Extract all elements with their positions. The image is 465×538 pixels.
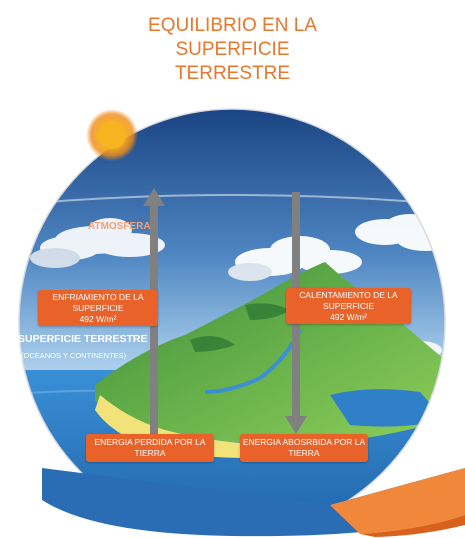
heating-line-3: 492 W/m² (330, 311, 367, 322)
sun-icon (98, 121, 126, 149)
title-line-1: EQUILIBRIO EN LA (148, 15, 317, 36)
heating-box: CALENTAMIENTO DE LA SUPERFICIE 492 W/m² (286, 288, 411, 324)
cooling-box: ENFRIAMIENTO DE LA SUPERFICIE 492 W/m² (38, 290, 158, 326)
surface-label: SUPERFICIE TERRESTRE (18, 333, 148, 345)
energy-lost-box: ENERGIA PERDIDA POR LA TIERRA (86, 434, 214, 462)
river (204, 329, 302, 394)
heating-line-1: CALENTAMIENTO DE LA (299, 289, 398, 300)
lost-line-2: TIERRA (134, 448, 166, 458)
heating-line-2: SUPERFICIE (322, 300, 374, 311)
surface-sublabel: (OCEANOS Y CONTINENTES) (21, 351, 127, 360)
atmosphere-boundary (19, 194, 445, 206)
cloud-left (30, 218, 165, 268)
cooling-line-1: ENFRIAMIENTO DE LA (52, 291, 144, 302)
energy-absorbed-box: ENERGIA ABOSRBIDA POR LA TIERRA (240, 434, 368, 462)
cooling-line-2: SUPERFICIE (72, 302, 124, 313)
cooling-line-3: 492 W/m² (79, 313, 117, 324)
title-line-2: SUPERFICIE (175, 39, 290, 60)
title-line-3: TERRESTRE (174, 63, 291, 84)
atmosphere-label: ATMOSFERA (88, 221, 151, 232)
absorbed-line-2: TIERRA (288, 448, 320, 458)
cloud-center (228, 236, 362, 281)
absorbed-line-1: ENERGIA ABOSRBIDA POR LA (242, 437, 366, 447)
lost-line-1: ENERGIA PERDIDA POR LA (94, 437, 206, 447)
